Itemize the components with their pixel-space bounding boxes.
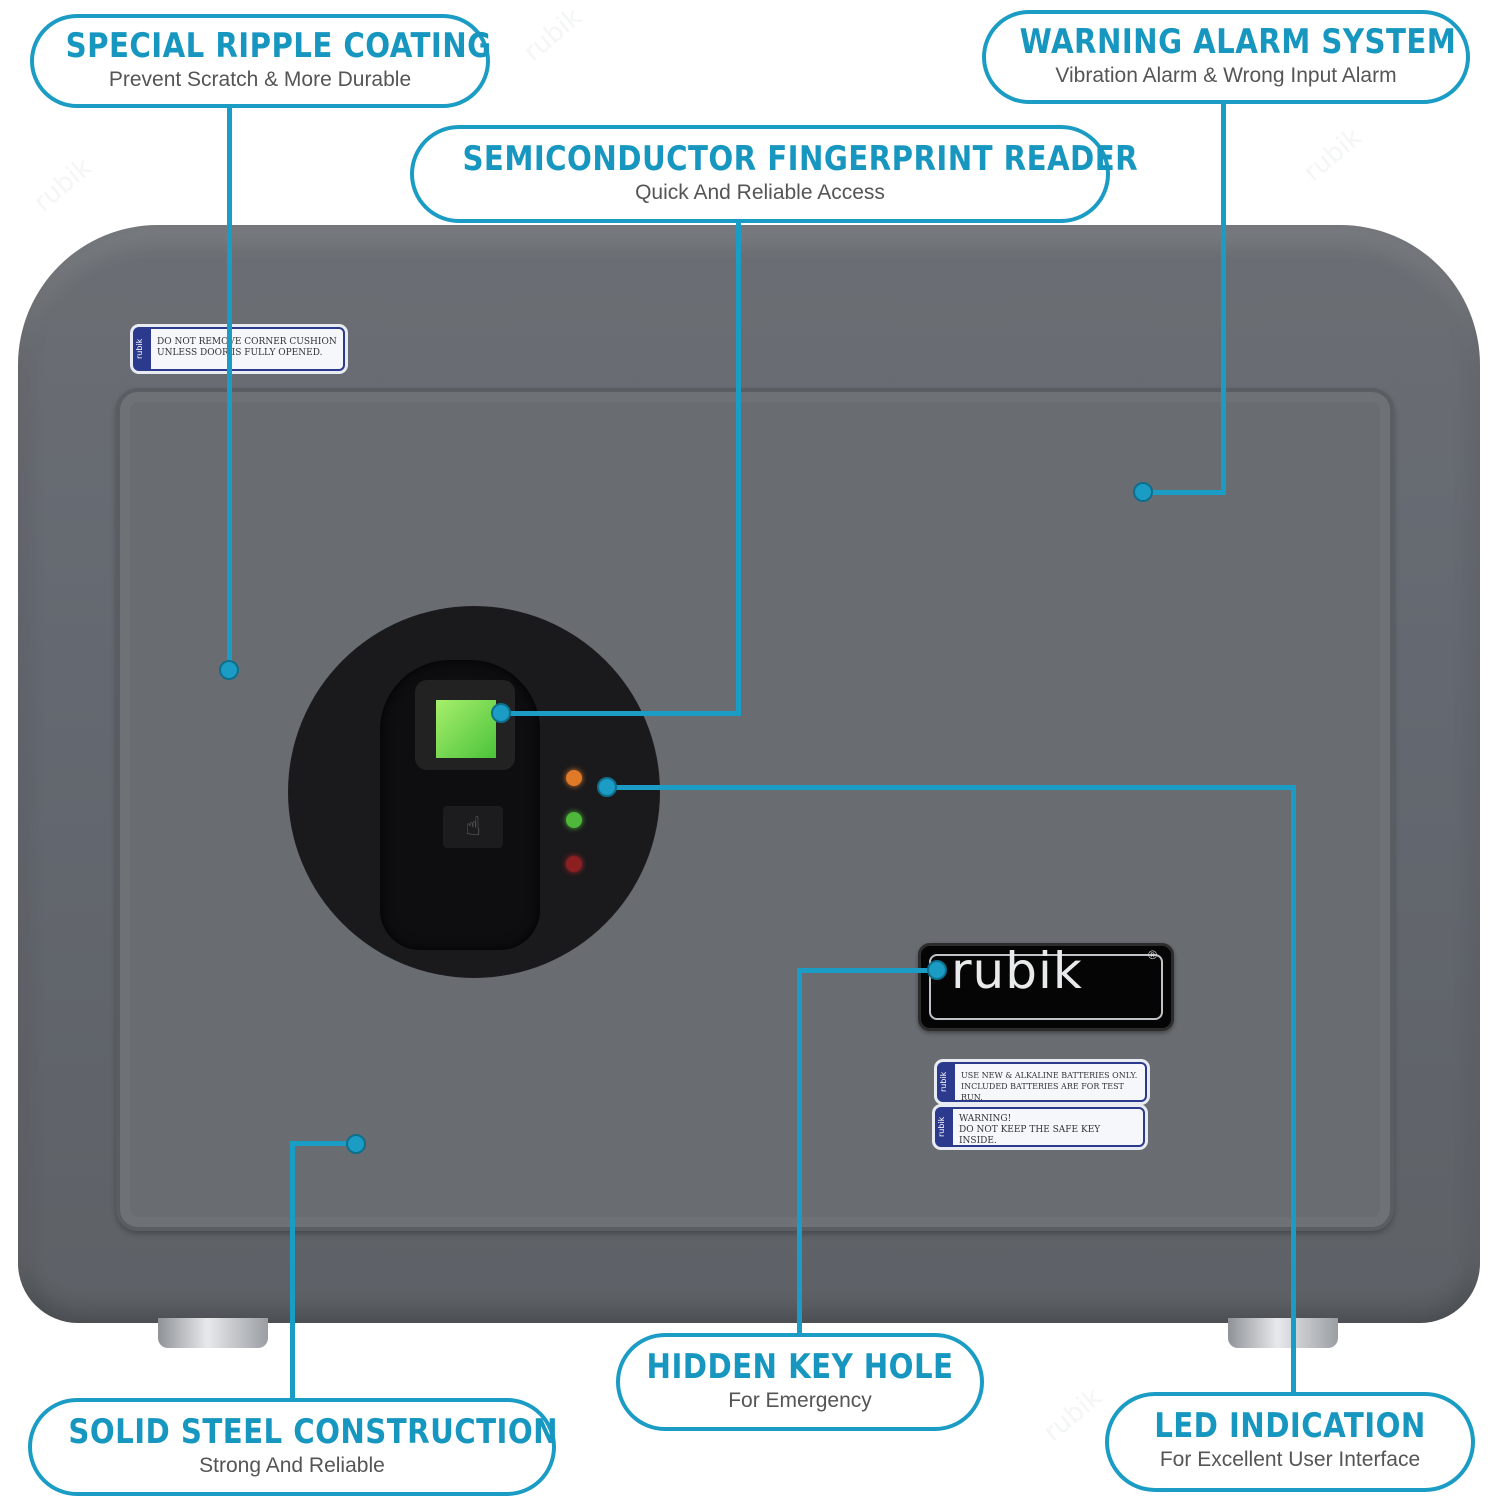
led-leader (1291, 785, 1296, 1397)
led-orange (566, 770, 582, 786)
callout-solid-steel: SOLID STEEL CONSTRUCTION Strong And Reli… (28, 1398, 559, 1496)
battery-sticker: rubik USE NEW & ALKALINE BATTERIES ONLY.… (937, 1062, 1147, 1102)
callout-hidden-key-hole: HIDDEN KEY HOLE For Emergency (616, 1333, 984, 1431)
watermark: rubik (1298, 122, 1368, 188)
alarm-pointer-dot (1133, 482, 1153, 502)
callout-led-indication: LED INDICATION For Excellent User Interf… (1105, 1392, 1475, 1492)
callout-title: WARNING ALARM SYSTEM (1019, 22, 1457, 62)
fingerprint-pointer-dot (491, 703, 511, 723)
watermark: rubik (518, 2, 588, 68)
fingerprint-leader (736, 222, 741, 715)
callout-fingerprint-reader: SEMICONDUCTOR FINGERPRINT READER Quick A… (410, 125, 1139, 223)
ripple-leader (227, 105, 232, 670)
ripple-pointer-dot (219, 660, 239, 680)
safe-foot-right (1228, 1318, 1338, 1348)
logo-border (929, 954, 1163, 1020)
fingerprint-sensor[interactable] (436, 700, 496, 758)
callout-subtitle: For Emergency (728, 1389, 872, 1412)
fingerprint-leader (500, 711, 741, 716)
callout-title: SOLID STEEL CONSTRUCTION (68, 1412, 559, 1452)
callout-subtitle: Vibration Alarm & Wrong Input Alarm (1055, 64, 1397, 87)
warning-sticker: rubik WARNING! DO NOT KEEP THE SAFE KEY … (935, 1107, 1145, 1147)
led-pointer-dot (597, 777, 617, 797)
callout-ripple-coating: SPECIAL RIPPLE COATING Prevent Scratch &… (30, 14, 492, 108)
sticker-brand-tag: rubik (937, 1109, 953, 1145)
sticker-brand-tag: rubik (939, 1064, 955, 1100)
callout-subtitle: Strong And Reliable (199, 1454, 385, 1477)
registered-mark: ® (1148, 948, 1157, 962)
safe-foot-left (158, 1318, 268, 1348)
led-green (566, 812, 582, 828)
callout-title: SEMICONDUCTOR FINGERPRINT READER (462, 139, 1139, 179)
steel-leader (290, 1141, 358, 1146)
callout-title: HIDDEN KEY HOLE (646, 1347, 954, 1387)
warning-sticker-text: WARNING! DO NOT KEEP THE SAFE KEY INSIDE… (959, 1114, 1101, 1146)
callout-subtitle: Quick And Reliable Access (635, 181, 885, 204)
keyhole-leader (797, 968, 937, 973)
cushion-sticker: rubik DO NOT REMOVE CORNER CUSHION UNLES… (133, 327, 345, 371)
led-red (566, 856, 582, 872)
watermark: rubik (1038, 1382, 1108, 1448)
sticker-brand-tag: rubik (135, 329, 151, 369)
alarm-leader (1221, 103, 1226, 494)
brand-logo-text: rubik (951, 942, 1083, 1000)
callout-subtitle: For Excellent User Interface (1159, 1448, 1421, 1471)
callout-warning-alarm: WARNING ALARM SYSTEM Vibration Alarm & W… (982, 10, 1470, 104)
cushion-sticker-text: DO NOT REMOVE CORNER CUSHION UNLESS DOOR… (157, 337, 337, 358)
callout-title: SPECIAL RIPPLE COATING (65, 26, 492, 66)
keyhole-pointer-dot (927, 960, 947, 980)
alarm-leader (1143, 490, 1226, 495)
brand-logo-plate: rubik ® (918, 942, 1174, 1031)
keyhole-leader (797, 968, 802, 1336)
watermark: rubik (28, 152, 98, 218)
pointing-hand-icon[interactable]: ☝ (443, 806, 503, 848)
battery-sticker-text: USE NEW & ALKALINE BATTERIES ONLY. INCLU… (961, 1071, 1138, 1102)
steel-leader (290, 1141, 295, 1401)
steel-pointer-dot (346, 1134, 366, 1154)
led-leader (606, 785, 1296, 790)
callout-title: LED INDICATION (1154, 1406, 1426, 1446)
callout-subtitle: Prevent Scratch & More Durable (108, 68, 412, 91)
